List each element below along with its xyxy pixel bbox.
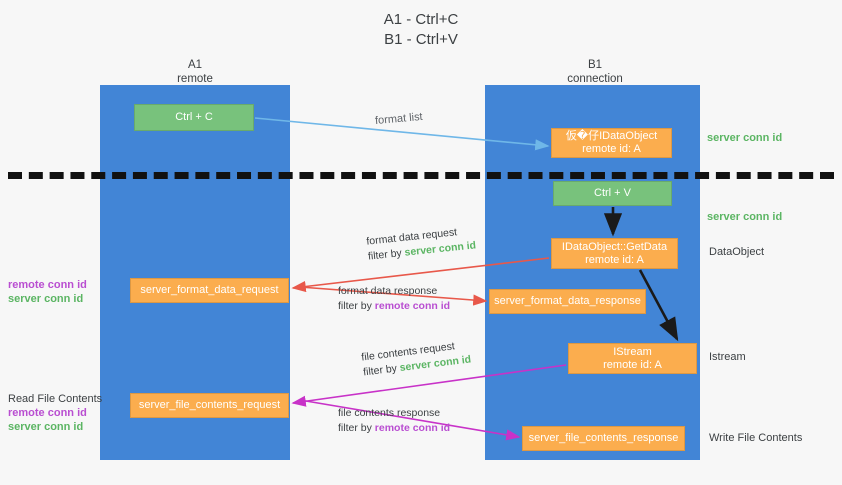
side-label-dataobject: DataObject [709, 246, 765, 258]
node-idataobject-remote[interactable]: 仮�仔IDataObject remote id: A [551, 128, 672, 158]
node-idataobject-getdata-line2: remote id: A [585, 253, 644, 266]
arrow-label-format-data-request: format data request filter by server con… [366, 223, 477, 264]
page-title: A1 - Ctrl+C B1 - Ctrl+V [0, 10, 842, 50]
node-server-file-contents-request-label: server_file_contents_request [138, 399, 281, 411]
title-line-1: A1 - Ctrl+C [383, 11, 459, 28]
node-ctrl-v[interactable]: Ctrl + V [553, 181, 672, 206]
lane-header-b1-sub: connection [567, 73, 623, 85]
title-line-2: B1 - Ctrl+V [384, 31, 458, 48]
side-label-server-conn-id-1: server conn id [8, 293, 84, 305]
node-server-file-contents-request[interactable]: server_file_contents_request [130, 393, 289, 418]
node-ctrl-c[interactable]: Ctrl + C [134, 104, 254, 131]
node-istream-line1: IStream [613, 345, 652, 358]
node-server-file-contents-response-label: server_file_contents_response [528, 432, 679, 444]
side-label-istream: Istream [709, 351, 746, 363]
node-ctrl-c-label: Ctrl + C [175, 111, 213, 123]
node-idataobject-remote-line1: 仮�仔IDataObject [565, 130, 658, 142]
arrow-label-format-data-response: format data response filter by remote co… [338, 284, 450, 314]
node-idataobject-getdata-line1: IDataObject::GetData [561, 240, 668, 253]
side-label-read-file-contents-group: Read File Contents remote conn id server… [8, 392, 102, 434]
node-istream-line2: remote id: A [603, 358, 662, 371]
lane-header-a1-sub: remote [177, 73, 213, 85]
arrow-label-file-contents-request: file contents request filter by server c… [361, 337, 472, 380]
arrow-label-file-contents-request-prefix: filter by [362, 362, 401, 379]
arrow-label-format-list: format list [374, 110, 424, 128]
arrow-label-file-contents-response-line1: file contents response [338, 407, 441, 419]
side-label-read-file-contents: Read File Contents [8, 393, 103, 405]
side-label-write-file-contents: Write File Contents [709, 432, 803, 444]
lane-header-b1: B1 connection [530, 58, 660, 86]
side-label-server-conn-id-mid: server conn id [707, 211, 783, 223]
phase-divider [8, 172, 834, 179]
arrow-label-file-contents-response: file contents response filter by remote … [338, 406, 450, 436]
node-istream[interactable]: IStream remote id: A [568, 343, 697, 374]
node-server-format-data-response[interactable]: server_format_data_response [489, 289, 646, 314]
node-server-format-data-request-label: server_format_data_request [140, 284, 279, 296]
lane-header-a1-name: A1 [187, 59, 203, 71]
side-label-remote-conn-id-1: remote conn id [8, 279, 87, 291]
arrow-label-format-data-response-line1: format data response [338, 285, 438, 297]
arrow-label-format-data-response-token: remote conn id [374, 300, 451, 312]
arrow-label-format-data-request-prefix: filter by [367, 246, 406, 263]
side-label-remote-conn-id-2: remote conn id [8, 407, 87, 419]
node-idataobject-getdata[interactable]: IDataObject::GetData remote id: A [551, 238, 678, 269]
node-server-file-contents-response[interactable]: server_file_contents_response [522, 426, 685, 451]
node-idataobject-remote-line2: remote id: A [582, 143, 641, 155]
side-label-server-conn-id-2: server conn id [8, 421, 84, 433]
node-ctrl-v-label: Ctrl + V [594, 187, 631, 199]
side-label-conn-id-group-1: remote conn id server conn id [8, 278, 87, 306]
arrow-label-format-data-response-prefix: filter by [338, 300, 375, 312]
node-server-format-data-request[interactable]: server_format_data_request [130, 278, 289, 303]
node-server-format-data-response-label: server_format_data_response [494, 295, 641, 307]
arrow-label-file-contents-response-prefix: filter by [338, 422, 375, 434]
lane-header-a1: A1 remote [130, 58, 260, 86]
side-label-server-conn-id-top: server conn id [707, 132, 783, 144]
arrow-label-file-contents-response-token: remote conn id [374, 422, 451, 434]
lane-header-b1-name: B1 [587, 59, 603, 71]
